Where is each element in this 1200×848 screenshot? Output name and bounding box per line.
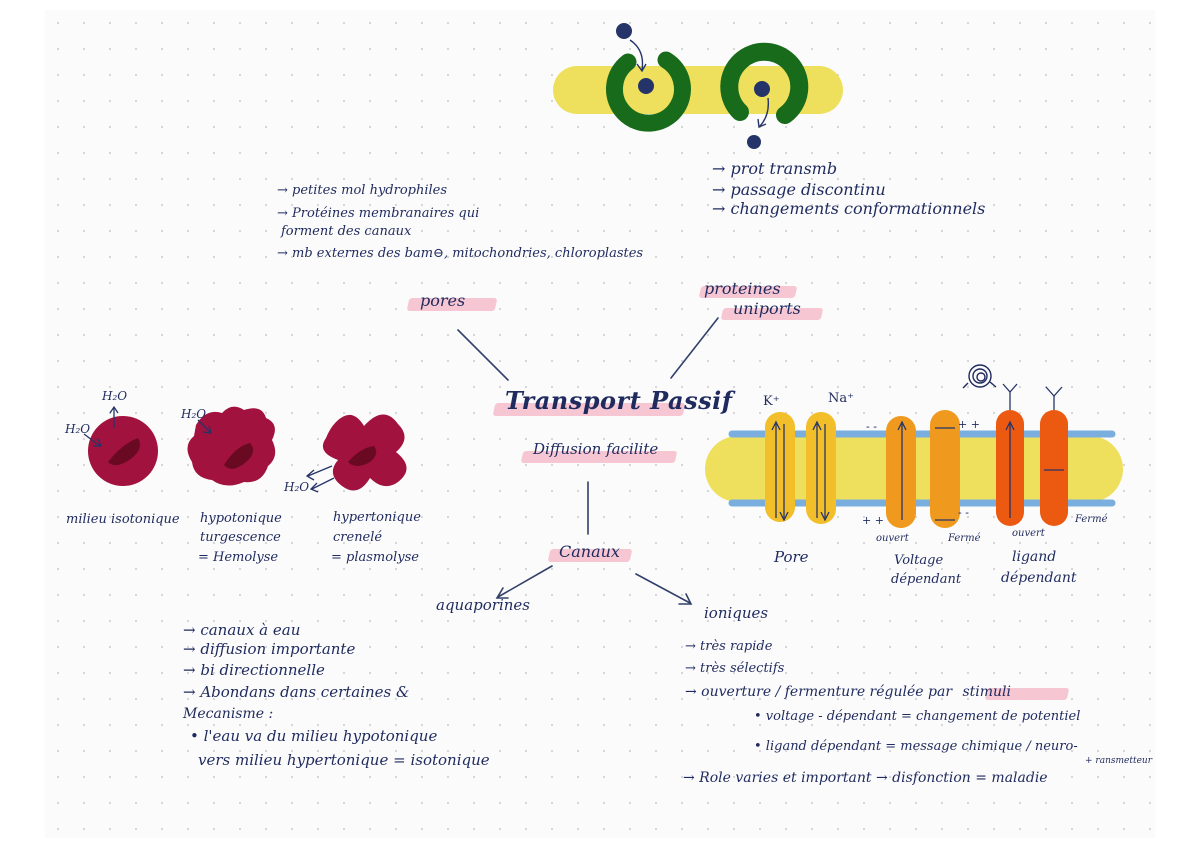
charge-plus-top: + +	[958, 418, 980, 431]
label-ligand-ouvert: ouvert	[1012, 528, 1045, 539]
label-ligand-1: ligand	[1012, 549, 1057, 565]
aqua-note-4: → Abondans dans certaines &	[183, 683, 410, 701]
charge-minus-top: - -	[866, 420, 877, 433]
label-voltage-1: Voltage	[894, 553, 944, 568]
aqua-note-7: vers milieu hypertonique = isotonique	[198, 751, 490, 769]
cell-hypotonic-nucleus	[224, 443, 254, 469]
uniport-protein-closed	[720, 42, 809, 124]
aqua-note-5: Mecanisme :	[183, 706, 274, 722]
pores-note-2: → Protéines membranaires qui	[277, 206, 480, 221]
ion-note-3-stimuli: stimuli	[962, 684, 1012, 700]
charge-plus-bottom: + +	[862, 514, 884, 527]
label-hypertonic-1: hypertonique	[333, 510, 421, 525]
uniport-note-1: → prot transmb	[712, 159, 838, 178]
ligand-channel-closed	[1040, 410, 1068, 526]
line-canaux-ioniques	[635, 573, 691, 604]
h2o-label-hyper: H₂O	[284, 480, 310, 494]
line-canaux-aquaporines	[497, 565, 553, 598]
label-hypertonic-3: = plasmolyse	[331, 550, 419, 565]
cell-isotonic-nucleus	[108, 438, 140, 466]
ion-note-2: → très sélectifs	[685, 661, 785, 676]
node-aquaporines: aquaporines	[436, 596, 530, 614]
aqua-note-6: • l'eau va du milieu hypotonique	[190, 727, 438, 745]
pores-note-3: forment des canaux	[281, 224, 412, 239]
ion-note-5: • ligand dépendant = message chimique / …	[754, 739, 1078, 754]
node-canaux: Canaux	[559, 542, 620, 561]
ion-label-k: K⁺	[763, 394, 780, 409]
node-proteines: proteines	[704, 279, 781, 298]
solute-in-protein-1	[638, 78, 654, 94]
cell-hypertonic-nucleus	[348, 446, 377, 466]
line-center-pores	[457, 329, 509, 381]
label-ligand-ferme: Fermé	[1075, 514, 1108, 525]
pores-note-1: → petites mol hydrophiles	[277, 183, 448, 198]
label-isotonic: milieu isotonique	[66, 512, 180, 527]
note-page	[45, 10, 1155, 838]
node-ioniques: ioniques	[704, 604, 769, 622]
label-hypertonic-2: crenelé	[333, 530, 383, 545]
uniport-protein-open	[606, 51, 691, 132]
h2o-label-top: H₂O	[102, 389, 128, 403]
node-uniports: uniports	[733, 299, 801, 318]
arrowhead-aquaporines	[495, 587, 509, 599]
solute-in-protein-2	[754, 81, 770, 97]
label-hypotonic-3: = Hemolyse	[198, 550, 279, 565]
solute-released	[747, 135, 761, 149]
node-pores: pores	[420, 291, 466, 310]
uniport-note-2: → passage discontinu	[712, 180, 886, 199]
label-hypotonic-1: hypotonique	[200, 511, 282, 526]
label-ligand-2: dépendant	[1001, 570, 1077, 586]
page-title: Transport Passif	[505, 386, 733, 415]
ligand-molecule	[962, 364, 997, 389]
page-subtitle: Diffusion facilite	[533, 440, 659, 458]
label-voltage-ferme: Fermé	[948, 533, 981, 544]
ion-note-1: → très rapide	[685, 639, 773, 654]
pore-channel-na	[806, 412, 836, 524]
label-voltage-ouvert: ouvert	[876, 533, 909, 544]
h2o-label-left: H₂O	[65, 422, 91, 436]
pore-channel-k	[765, 412, 795, 522]
ion-label-na: Na⁺	[828, 391, 854, 406]
ion-note-5b: + ransmetteur	[1085, 756, 1153, 766]
uniport-note-3: → changements conformationnels	[712, 199, 986, 218]
ion-note-3: → ouverture / fermenture régulée par sti…	[685, 684, 1011, 700]
arrowhead-ioniques	[678, 593, 693, 605]
ion-note-4: • voltage - dépendant = changement de po…	[754, 709, 1081, 724]
label-voltage-2: dépendant	[891, 572, 962, 587]
aqua-note-2: → diffusion importante	[183, 640, 356, 658]
ion-note-6: → Role varies et important → disfonction…	[683, 770, 1048, 786]
aqua-note-1: → canaux à eau	[183, 621, 301, 639]
h2o-label-hypo: H₂O	[181, 407, 207, 421]
voltage-channel-closed	[930, 410, 960, 528]
line-center-uniports	[670, 317, 719, 379]
solute-outside-top	[616, 23, 632, 39]
label-pore: Pore	[774, 548, 809, 566]
label-hypotonic-2: turgescence	[200, 530, 281, 545]
pores-note-4: → mb externes des bam⊖, mitochondries, c…	[277, 246, 644, 261]
ion-note-3-text: → ouverture / fermenture régulée par	[685, 684, 953, 700]
aqua-note-3: → bi directionnelle	[183, 661, 325, 679]
charge-minus-bottom: - -	[958, 506, 969, 519]
voltage-channel-open	[886, 416, 916, 528]
